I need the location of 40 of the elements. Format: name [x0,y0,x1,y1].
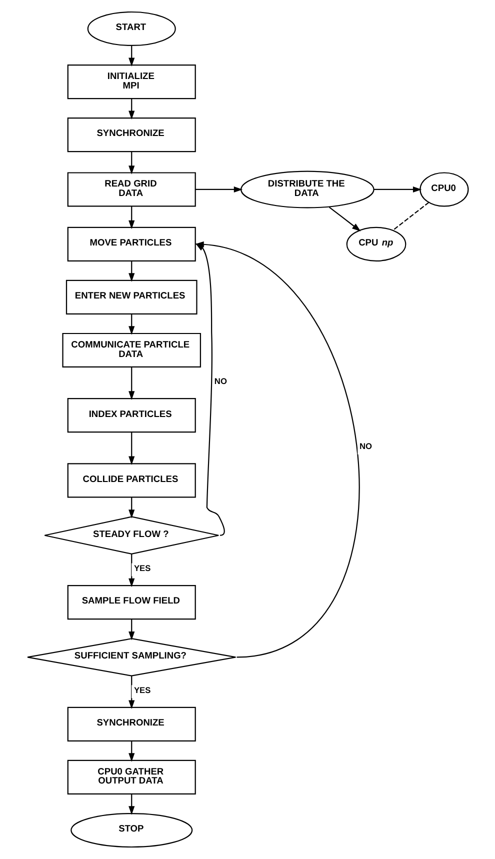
node-box: COLLIDE PARTICLES [66,463,196,498]
node-box: MOVE PARTICLES [66,226,196,262]
node-ellipse: DISTRIBUTE THE DATA [240,170,374,208]
arrow [128,676,134,709]
node-ellipse: CPU0 [419,172,468,207]
arrow [128,497,134,518]
arrow [328,206,360,232]
edge-label: YES [133,684,150,695]
arrow [373,186,422,193]
node-box: INITIALIZE MPI [66,64,196,100]
node-diamond: SUFFICIENT SAMPLING? [26,638,236,676]
arrow [128,741,134,762]
arrow [128,98,134,120]
arrow [128,794,134,815]
arrow [128,261,134,282]
node-box: SYNCHRONIZE [66,706,196,742]
node-ellipse: STOP [70,812,192,848]
connector [392,202,429,231]
edge-label: NO [359,441,372,452]
node-ellipse: CPU np [346,226,406,262]
node-ellipse: START [86,11,176,46]
arrow [128,46,134,66]
arrow [128,367,134,400]
arrow [128,206,134,230]
arrow [128,619,134,640]
arrow [128,554,134,588]
node-box: COMMUNICATE PARTICLE DATA [62,332,201,368]
arrow [128,314,134,335]
node-box: SAMPLE FLOW FIELD [66,585,196,620]
arrow [128,152,134,174]
node-box: INDEX PARTICLES [66,398,196,433]
edge-label: YES [133,562,150,573]
arrow [195,186,242,193]
node-box: CPU0 GATHER OUTPUT DATA [66,760,196,795]
node-box: SYNCHRONIZE [66,118,196,152]
arrow [128,432,134,466]
edge-label: NO [214,376,226,386]
node-box: READ GRID DATA [66,172,196,207]
node-box: ENTER NEW PARTICLES [65,280,197,315]
node-diamond: STEADY FLOW ? [44,516,219,555]
